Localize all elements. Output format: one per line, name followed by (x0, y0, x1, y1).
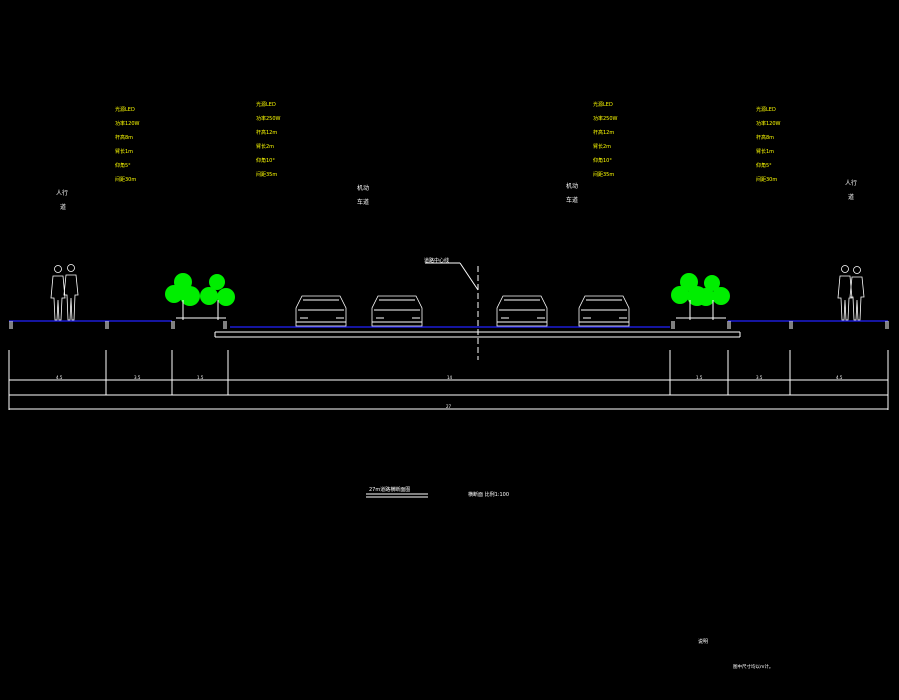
drawing-title: 27m道路横断面图 (369, 486, 410, 493)
spec-line: 光源LED (756, 106, 776, 113)
zone-label-left-carriageway: 机动 (357, 184, 369, 192)
lamp-spec-left-sidewalk: 光源LED 功率120W 杆高8m 臂长1m 仰角5° 间距30m (115, 106, 140, 183)
scale-note: 横断面 比例1:100 (468, 491, 509, 498)
dim-value: 1.5 (696, 375, 703, 380)
dim-value: 4.5 (56, 375, 63, 380)
spec-line: 臂长1m (115, 148, 133, 155)
zone-label-left-sidewalk: 人行 (56, 189, 68, 197)
pedestrians-right (837, 265, 865, 321)
drawing-title-block: 27m道路横断面图 横断面 比例1:100 (366, 486, 509, 498)
spec-line: 功率250W (593, 115, 618, 122)
spec-line: 杆高12m (256, 129, 277, 136)
zone-label-right-carriageway: 车道 (566, 196, 578, 204)
spec-line: 光源LED (115, 106, 135, 113)
spec-line: 光源LED (256, 101, 276, 108)
spec-line: 仰角10° (256, 157, 275, 164)
spec-line: 间距30m (115, 176, 136, 183)
ground-profile (9, 320, 889, 338)
spec-line: 仰角5° (756, 162, 772, 169)
spec-line: 臂长1m (756, 148, 774, 155)
spec-line: 杆高8m (115, 134, 133, 141)
zone-label-right-sidewalk: 道 (848, 193, 854, 201)
dim-value: 14 (447, 375, 453, 380)
spec-line: 光源LED (593, 101, 613, 108)
zone-label-left-carriageway: 车道 (357, 198, 369, 206)
dim-total: 27 (446, 404, 452, 409)
car-3 (496, 295, 548, 327)
lamp-spec-right-road: 光源LED 功率250W 杆高12m 臂长2m 仰角10° 间距35m (593, 101, 618, 178)
car-4 (578, 295, 630, 327)
centerline-label: 道路中心线 (424, 257, 449, 264)
spec-line: 杆高8m (756, 134, 774, 141)
dim-value: 3.5 (134, 375, 141, 380)
notes-title: 说明 (698, 638, 708, 645)
road-centerline: 道路中心线 (424, 257, 479, 360)
trees-right (671, 273, 730, 320)
spec-line: 功率250W (256, 115, 281, 122)
pedestrians-left (50, 264, 79, 321)
dim-value: 3.5 (756, 375, 763, 380)
car-1 (295, 295, 347, 327)
spec-line: 杆高12m (593, 129, 614, 136)
spec-line: 功率120W (756, 120, 781, 127)
spec-line: 臂长2m (256, 143, 274, 150)
spec-line: 臂长2m (593, 143, 611, 150)
trees-left (165, 273, 235, 320)
spec-line: 间距30m (756, 176, 777, 183)
dim-value: 4.5 (836, 375, 843, 380)
spec-line: 仰角5° (115, 162, 131, 169)
zone-label-right-carriageway: 机动 (566, 182, 578, 190)
spec-line: 间距35m (256, 171, 277, 178)
car-2 (371, 295, 423, 327)
spec-line: 功率120W (115, 120, 140, 127)
lamp-spec-right-sidewalk: 光源LED 功率120W 杆高8m 臂长1m 仰角5° 间距30m (756, 106, 781, 183)
spec-line: 间距35m (593, 171, 614, 178)
spec-line: 仰角10° (593, 157, 612, 164)
zone-label-right-sidewalk: 人行 (845, 179, 857, 187)
lamp-spec-left-road: 光源LED 功率250W 杆高12m 臂长2m 仰角10° 间距35m (256, 101, 281, 178)
zone-label-left-sidewalk: 道 (60, 203, 66, 211)
notes-body: 图中尺寸均以m计。 (733, 663, 773, 670)
dim-value: 1.5 (197, 375, 204, 380)
dimension-lines: 4.5 3.5 1.5 14 1.5 3.5 4.5 27 (8, 350, 889, 410)
